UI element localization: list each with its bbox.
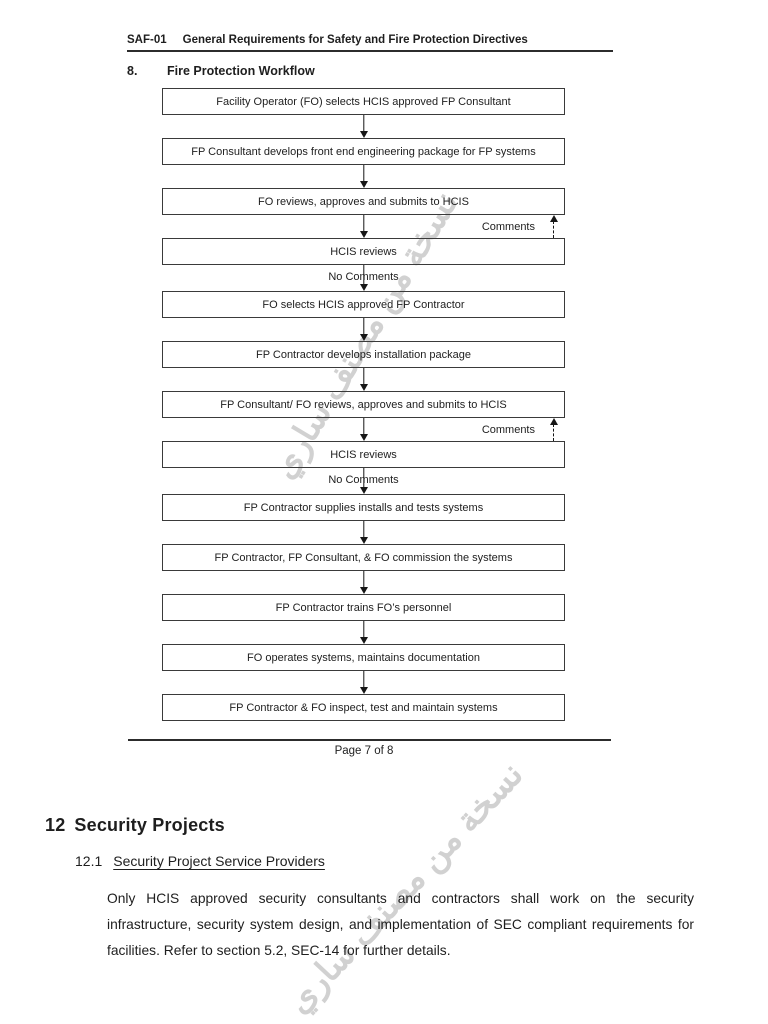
page-number: Page 7 of 8 [334,745,394,757]
section-8-title: Fire Protection Workflow [167,64,315,78]
document-code: SAF-01 [127,34,167,46]
flowchart-connector [162,621,565,644]
document-title: General Requirements for Safety and Fire… [182,34,528,46]
flowchart: Facility Operator (FO) selects HCIS appr… [162,88,565,721]
section-8-heading: 8. Fire Protection Workflow [127,64,315,78]
down-arrow-line [362,265,365,286]
down-arrowhead-icon [359,284,368,291]
flowchart-box: FP Consultant/ FO reviews, approves and … [162,391,565,418]
down-arrow-line [362,671,365,689]
flowchart-box: FO operates systems, maintains documenta… [162,644,565,671]
page-header: SAF-01 General Requirements for Safety an… [127,34,613,52]
flowchart-connector [162,368,565,391]
down-arrow-line [362,318,365,336]
section-12-1-title: Security Project Service Providers [113,853,325,869]
down-arrowhead-icon [359,537,368,544]
flowchart-box: FP Contractor, FP Consultant, & FO commi… [162,544,565,571]
down-arrowhead-icon [359,687,368,694]
flowchart-connector: Comments [162,215,565,238]
flowchart-connector [162,318,565,341]
down-arrow-line [362,621,365,639]
section-12-1-heading: 12.1 Security Project Service Providers [75,853,325,869]
flowchart-box: HCIS reviews [162,441,565,468]
down-arrow-line [362,165,365,183]
comments-label: Comments [481,423,535,436]
section-12-1-number: 12.1 [75,853,103,869]
down-arrow-line [362,468,365,489]
flowchart-box: FP Contractor supplies installs and test… [162,494,565,521]
section-12-1-body: Only HCIS approved security consultants … [107,891,694,958]
flowchart-box: FP Contractor trains FO’s personnel [162,594,565,621]
flowchart-connector [162,521,565,544]
no-comments-label: No Comments [328,271,399,284]
down-arrowhead-icon [359,231,368,238]
flowchart-box: Facility Operator (FO) selects HCIS appr… [162,88,565,115]
down-arrowhead-icon [359,487,368,494]
flowchart-box: HCIS reviews [162,238,565,265]
flowchart-connector [162,671,565,694]
flowchart-box: FO selects HCIS approved FP Contractor [162,291,565,318]
down-arrowhead-icon [359,637,368,644]
down-arrowhead-icon [359,587,368,594]
flowchart-connector: No Comments [162,265,565,291]
flowchart-connector: Comments [162,418,565,441]
section-12-number: 12 [45,815,66,835]
comments-label: Comments [481,220,535,233]
feedback-dashed-arrow [553,221,554,238]
down-arrowhead-icon [359,131,368,138]
section-8-number: 8. [127,64,138,78]
flowchart-box: FP Contractor develops installation pack… [162,341,565,368]
section-12-heading: 12 Security Projects [45,815,225,836]
flowchart-connector [162,115,565,138]
flowchart-box: FO reviews, approves and submits to HCIS [162,188,565,215]
up-arrowhead-icon [549,215,558,222]
section-12-title: Security Projects [74,815,225,835]
footer-rule [128,739,611,741]
up-arrowhead-icon [549,418,558,425]
flowchart-connector [162,165,565,188]
down-arrowhead-icon [359,384,368,391]
feedback-dashed-arrow [553,424,554,441]
down-arrow-line [362,521,365,539]
down-arrow-line [362,368,365,386]
down-arrowhead-icon [359,334,368,341]
flowchart-connector [162,571,565,594]
down-arrowhead-icon [359,434,368,441]
flowchart-connector: No Comments [162,468,565,494]
down-arrowhead-icon [359,181,368,188]
flowchart-box: FP Consultant develops front end enginee… [162,138,565,165]
no-comments-label: No Comments [328,474,399,487]
down-arrow-line [362,115,365,133]
down-arrow-line [362,418,365,436]
down-arrow-line [362,571,365,589]
flowchart-box: FP Contractor & FO inspect, test and mai… [162,694,565,721]
down-arrow-line [362,215,365,233]
